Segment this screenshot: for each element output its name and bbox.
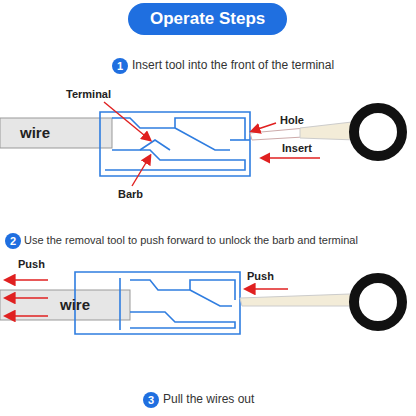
- part-label: Hole: [280, 114, 304, 127]
- step-text: Insert tool into the front of the termin…: [132, 59, 334, 73]
- push-arrows: [6, 280, 288, 316]
- step-number-text: 2: [10, 235, 16, 247]
- wire-band: [0, 290, 130, 320]
- tool-shaft: [300, 122, 356, 140]
- title-pill: Operate Steps: [128, 3, 287, 35]
- step-number-text: 3: [148, 394, 154, 406]
- step-number: 2: [5, 233, 21, 249]
- part-label: Barb: [118, 188, 143, 201]
- tool-ring: [354, 278, 402, 326]
- terminal-housing: [75, 272, 240, 334]
- leader-lines: [104, 102, 320, 186]
- push-label: Push: [18, 258, 45, 271]
- tool-ring: [354, 108, 402, 156]
- step-number-text: 1: [117, 60, 123, 72]
- push-label: Push: [247, 270, 274, 283]
- part-label: Insert: [282, 142, 312, 155]
- step-text: Pull the wires out: [163, 393, 254, 407]
- terminal-housing: [100, 112, 250, 176]
- wire-label: wire: [60, 296, 90, 313]
- wire-label: wire: [20, 124, 50, 141]
- tool-shaft: [240, 294, 354, 306]
- part-label: Terminal: [66, 88, 111, 101]
- step-number: 1: [112, 58, 128, 74]
- wire-band: [0, 118, 112, 148]
- step-number: 3: [143, 392, 159, 408]
- step-text: Use the removal tool to push forward to …: [24, 234, 358, 247]
